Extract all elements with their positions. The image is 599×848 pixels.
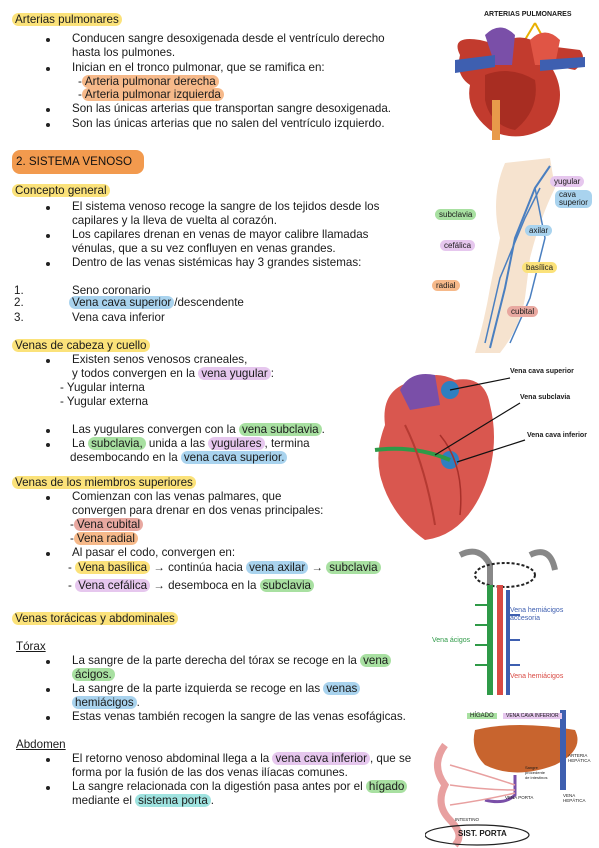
figure-pulmonary-arteries: ARTERIAS PULMONARES [440,5,590,145]
text-line: Son las únicas arterias que no salen del… [72,117,385,130]
list-number: 1. [14,284,24,297]
bullet [46,108,50,112]
list-number: 2. [14,296,24,309]
text-line: ácigos. [72,668,115,682]
text-line: hemiácigos. [72,696,140,710]
bullet [46,359,50,363]
sub-item-left-pulmonary: -Arteria pulmonar izquierda [78,88,224,102]
list-item: Vena cava superior/descendente [69,296,244,310]
text-line: vénulas, que a su vez confluyen en venas… [72,242,336,255]
bullet [46,67,50,71]
heading-concepto-general: Concepto general [12,184,110,198]
label-axilar: axilar [525,225,553,236]
text-line: y todos convergen en la vena yugular: [72,367,274,380]
sub-item-radial: -Vena radial [70,532,138,546]
figure-heart-veins: Vena cava superior Vena subclavia Vena c… [365,365,595,545]
label-vci: VENA CAVA INFERIOR [503,713,562,719]
text-line: capilares y la lleva de vuelta al corazó… [72,214,277,227]
text-line: La sangre de la parte izquierda se recog… [72,682,361,696]
text-line: Conducen sangre desoxigenada desde el ve… [72,32,385,45]
text-line: Comienzan con las venas palmares, que [72,490,282,503]
text-line: desembocando en la vena cava superior. [70,451,288,465]
heading-miembros-superiores: Venas de los miembros superiores [12,476,196,490]
label-cubital: cubital [507,306,539,317]
bullet [46,660,50,664]
text-line: - Yugular interna [60,381,145,394]
heading-toracicas-abdominales: Venas torácicas y abdominales [12,612,178,626]
bullet [46,38,50,42]
bullet [46,716,50,720]
heart-illustration [455,22,585,140]
bullet [46,758,50,762]
label-vena-porta: VENA PORTA [505,795,534,800]
label-basilica: basílica [522,262,558,273]
bullet [46,443,50,447]
portal-illustration [425,710,578,848]
arm-illustration [475,158,555,353]
text-line: Los capilares drenan en venas de mayor c… [72,228,369,241]
heart-illustration [374,374,526,540]
sub-item-cubital: -Vena cubital [70,518,144,532]
text-line: La sangre relacionada con la digestión p… [72,780,408,794]
bullet [46,786,50,790]
bullet [46,496,50,500]
text-line: Son las únicas arterias que transportan … [72,102,392,115]
text-line: convergen para drenar en dos venas princ… [72,504,324,517]
text-line: El retorno venoso abdominal llega a la v… [72,752,412,765]
text-line: El sistema venoso recoge la sangre de lo… [72,200,380,213]
label-vena-subclavia: Vena subclavia [520,394,571,401]
label-radial: radial [432,280,460,291]
label-higado: HÍGADO [467,713,497,719]
label-vena-cava-inferior: Vena cava inferior [527,432,587,439]
bullet [46,206,50,210]
text-line: Existen senos venosos craneales, [72,353,248,366]
label-subclavia: subclavia [435,209,477,220]
bullet [46,688,50,692]
bullet [46,429,50,433]
bullet [46,234,50,238]
bullet [46,552,50,556]
text-line: Inician en el tronco pulmonar, que se ra… [72,61,325,74]
list-item: Seno coronario [72,284,151,297]
label-yugular: yugular [550,176,585,187]
text-line: Dentro de las venas sistémicas hay 3 gra… [72,256,362,269]
text-line: - Yugular externa [60,395,149,408]
text-line: hasta los pulmones. [72,46,176,59]
text-line: Las yugulares convergen con la vena subc… [72,423,325,436]
sub-item-right-pulmonary: -Arteria pulmonar derecha [78,75,219,89]
label-acigos: Vena ácigos [432,637,471,644]
label-hemiacigos: Vena hemiácigos [510,673,564,680]
caption-sist-porta: SIST. PORTA [458,829,507,838]
text-line: La sangre de la parte derecha del tórax … [72,654,392,668]
subheading-abdomen: Abdomen [16,738,66,751]
text-line: Estas venas también recogen la sangre de… [72,710,406,723]
bullet [46,262,50,266]
azygos-illustration [458,548,558,695]
heading-cabeza-cuello: Venas de cabeza y cuello [12,339,150,353]
label-cefalica: cefálica [440,240,476,251]
bullet [46,123,50,127]
list-number: 3. [14,311,24,324]
text-line: Al pasar el codo, convergen en: [72,546,236,559]
text-line: mediante el sistema porta. [72,794,214,807]
section-title-sistema-venoso: 2. SISTEMA VENOSO [12,150,144,174]
list-item: Vena cava inferior [72,311,165,324]
heading-arterias-pulmonares: Arterias pulmonares [12,13,122,27]
subheading-torax: Tórax [16,640,46,653]
text-line: - Vena cefálica → desemboca en la subcla… [68,579,314,593]
figure-label: ARTERIAS PULMONARES [484,11,572,18]
text-line: - Vena basílica → continúa hacia vena ax… [68,561,381,575]
label-vena-cava-superior: Vena cava superior [510,368,574,375]
text-line: forma por la fusión de las dos venas ilí… [72,766,348,779]
text-line: La subclavia, unida a las yugulares, ter… [72,437,310,450]
label-intestino: INTESTINO [455,817,480,822]
